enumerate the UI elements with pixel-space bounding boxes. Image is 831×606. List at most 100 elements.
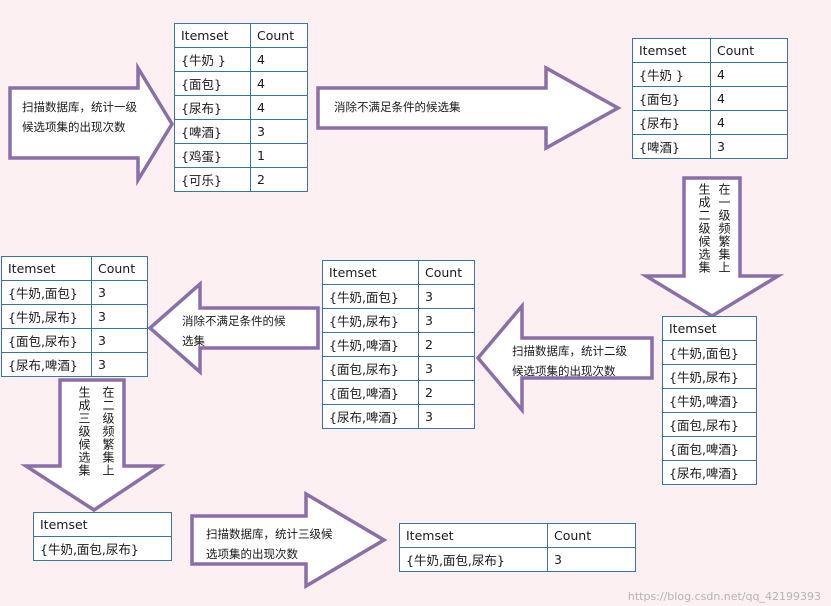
count-cell: 4	[250, 47, 308, 72]
table-row: {牛奶,尿布}	[662, 364, 757, 389]
header-itemset: Itemset	[322, 260, 419, 285]
header-row: Itemset	[33, 512, 172, 537]
count-cell: 3	[91, 304, 148, 329]
header-itemset: Itemset	[632, 38, 711, 63]
table-c3-candidates: Itemset{牛奶,面包,尿布}	[33, 512, 172, 561]
arrow-gen-2	[639, 176, 785, 319]
count-cell: 3	[91, 352, 148, 377]
table-row: {面包}4	[632, 86, 788, 111]
label-gen-3-col-2: 生成三级候选集	[77, 386, 91, 477]
header-count: Count	[547, 523, 636, 548]
table-row: {面包}4	[174, 71, 308, 96]
arrow-prune-1	[316, 65, 622, 151]
itemset-cell: {尿布}	[174, 95, 251, 120]
itemset-cell: {牛奶,尿布}	[1, 304, 92, 329]
arrow-scan-1	[8, 61, 175, 187]
count-cell: 3	[418, 356, 475, 381]
label-scan-2: 扫描数据库，统计二级 候选项集的出现次数	[512, 341, 627, 381]
label-scan-1-line-2: 候选项集的出现次数	[22, 120, 126, 134]
table-row: {尿布}4	[174, 95, 308, 120]
table-row: {牛奶,面包,尿布}3	[399, 547, 636, 572]
arrow-gen-3	[20, 378, 166, 513]
count-cell: 2	[418, 380, 475, 405]
count-cell: 2	[250, 167, 308, 192]
arrow-scan-3	[190, 490, 388, 590]
table-row: {尿布,啤酒}3	[1, 352, 148, 377]
count-cell: 2	[418, 332, 475, 357]
count-cell: 1	[250, 143, 308, 168]
itemset-cell: {牛奶 }	[174, 47, 251, 72]
count-cell: 3	[710, 134, 788, 159]
count-cell: 3	[547, 547, 636, 572]
table-row: {牛奶,啤酒}2	[322, 332, 475, 357]
label-prune-1: 消除不满足条件的候选集	[334, 97, 461, 117]
header-row: Itemset	[662, 316, 757, 341]
table-row: {面包,啤酒}2	[322, 380, 475, 405]
count-cell: 4	[710, 62, 788, 87]
table-c2-candidates: Itemset{牛奶,面包}{牛奶,尿布}{牛奶,啤酒}{面包,尿布}{面包,啤…	[662, 316, 757, 485]
table-row: {牛奶,面包}3	[322, 284, 475, 309]
header-count: Count	[710, 38, 788, 63]
table-row: {可乐}2	[174, 167, 308, 192]
header-itemset: Itemset	[33, 512, 172, 537]
itemset-cell: {面包,尿布}	[662, 412, 757, 437]
label-scan-2-line-2: 候选项集的出现次数	[512, 364, 616, 378]
itemset-cell: {牛奶,面包,尿布}	[33, 536, 172, 561]
table-row: {牛奶,面包}3	[1, 280, 148, 305]
itemset-cell: {牛奶,面包,尿布}	[399, 547, 548, 572]
header-itemset: Itemset	[399, 523, 548, 548]
itemset-cell: {尿布,啤酒}	[1, 352, 92, 377]
itemset-cell: {牛奶,面包}	[322, 284, 419, 309]
watermark: https://blog.csdn.net/qq_42199393	[627, 590, 821, 603]
label-gen-3-col-1: 在二级频繁集上	[101, 386, 115, 477]
table-row: {牛奶,面包}	[662, 340, 757, 365]
itemset-cell: {尿布,啤酒}	[662, 460, 757, 485]
count-cell: 4	[710, 110, 788, 135]
itemset-cell: {牛奶,尿布}	[662, 364, 757, 389]
label-scan-3: 扫描数据库，统计三级候 选项集的出现次数	[206, 524, 333, 564]
count-cell: 3	[418, 308, 475, 333]
table-row: {牛奶,尿布}3	[322, 308, 475, 333]
itemset-cell: {尿布,啤酒}	[322, 404, 419, 429]
table-row: {牛奶,尿布}3	[1, 304, 148, 329]
table-row: {尿布,啤酒}	[662, 460, 757, 485]
itemset-cell: {面包,啤酒}	[662, 436, 757, 461]
header-count: Count	[91, 256, 148, 281]
header-count: Count	[418, 260, 475, 285]
table-row: {面包,啤酒}	[662, 436, 757, 461]
label-prune-2-line-1: 消除不满足条件的候	[182, 314, 286, 328]
header-count: Count	[250, 23, 308, 48]
count-cell: 4	[250, 71, 308, 96]
table-row: {鸡蛋}1	[174, 143, 308, 168]
itemset-cell: {面包,啤酒}	[322, 380, 419, 405]
header-itemset: Itemset	[1, 256, 92, 281]
label-scan-1-line-1: 扫描数据库，统计一级	[22, 100, 137, 114]
label-scan-3-line-1: 扫描数据库，统计三级候	[206, 527, 333, 541]
count-cell: 3	[250, 119, 308, 144]
count-cell: 4	[710, 86, 788, 111]
label-prune-1-line: 消除不满足条件的候选集	[334, 100, 461, 114]
label-gen-2-col-2: 生成二级候选集	[697, 183, 711, 274]
count-cell: 3	[418, 404, 475, 429]
itemset-cell: {面包,尿布}	[1, 328, 92, 353]
table-row: {牛奶 }4	[632, 62, 788, 87]
count-cell: 3	[91, 328, 148, 353]
itemset-cell: {牛奶,尿布}	[322, 308, 419, 333]
table-row: {啤酒}3	[632, 134, 788, 159]
table-row: {啤酒}3	[174, 119, 308, 144]
itemset-cell: {牛奶 }	[632, 62, 711, 87]
itemset-cell: {面包,尿布}	[322, 356, 419, 381]
label-prune-2: 消除不满足条件的候 选集	[182, 311, 286, 351]
itemset-cell: {牛奶,啤酒}	[322, 332, 419, 357]
table-row: {面包,尿布}3	[322, 356, 475, 381]
